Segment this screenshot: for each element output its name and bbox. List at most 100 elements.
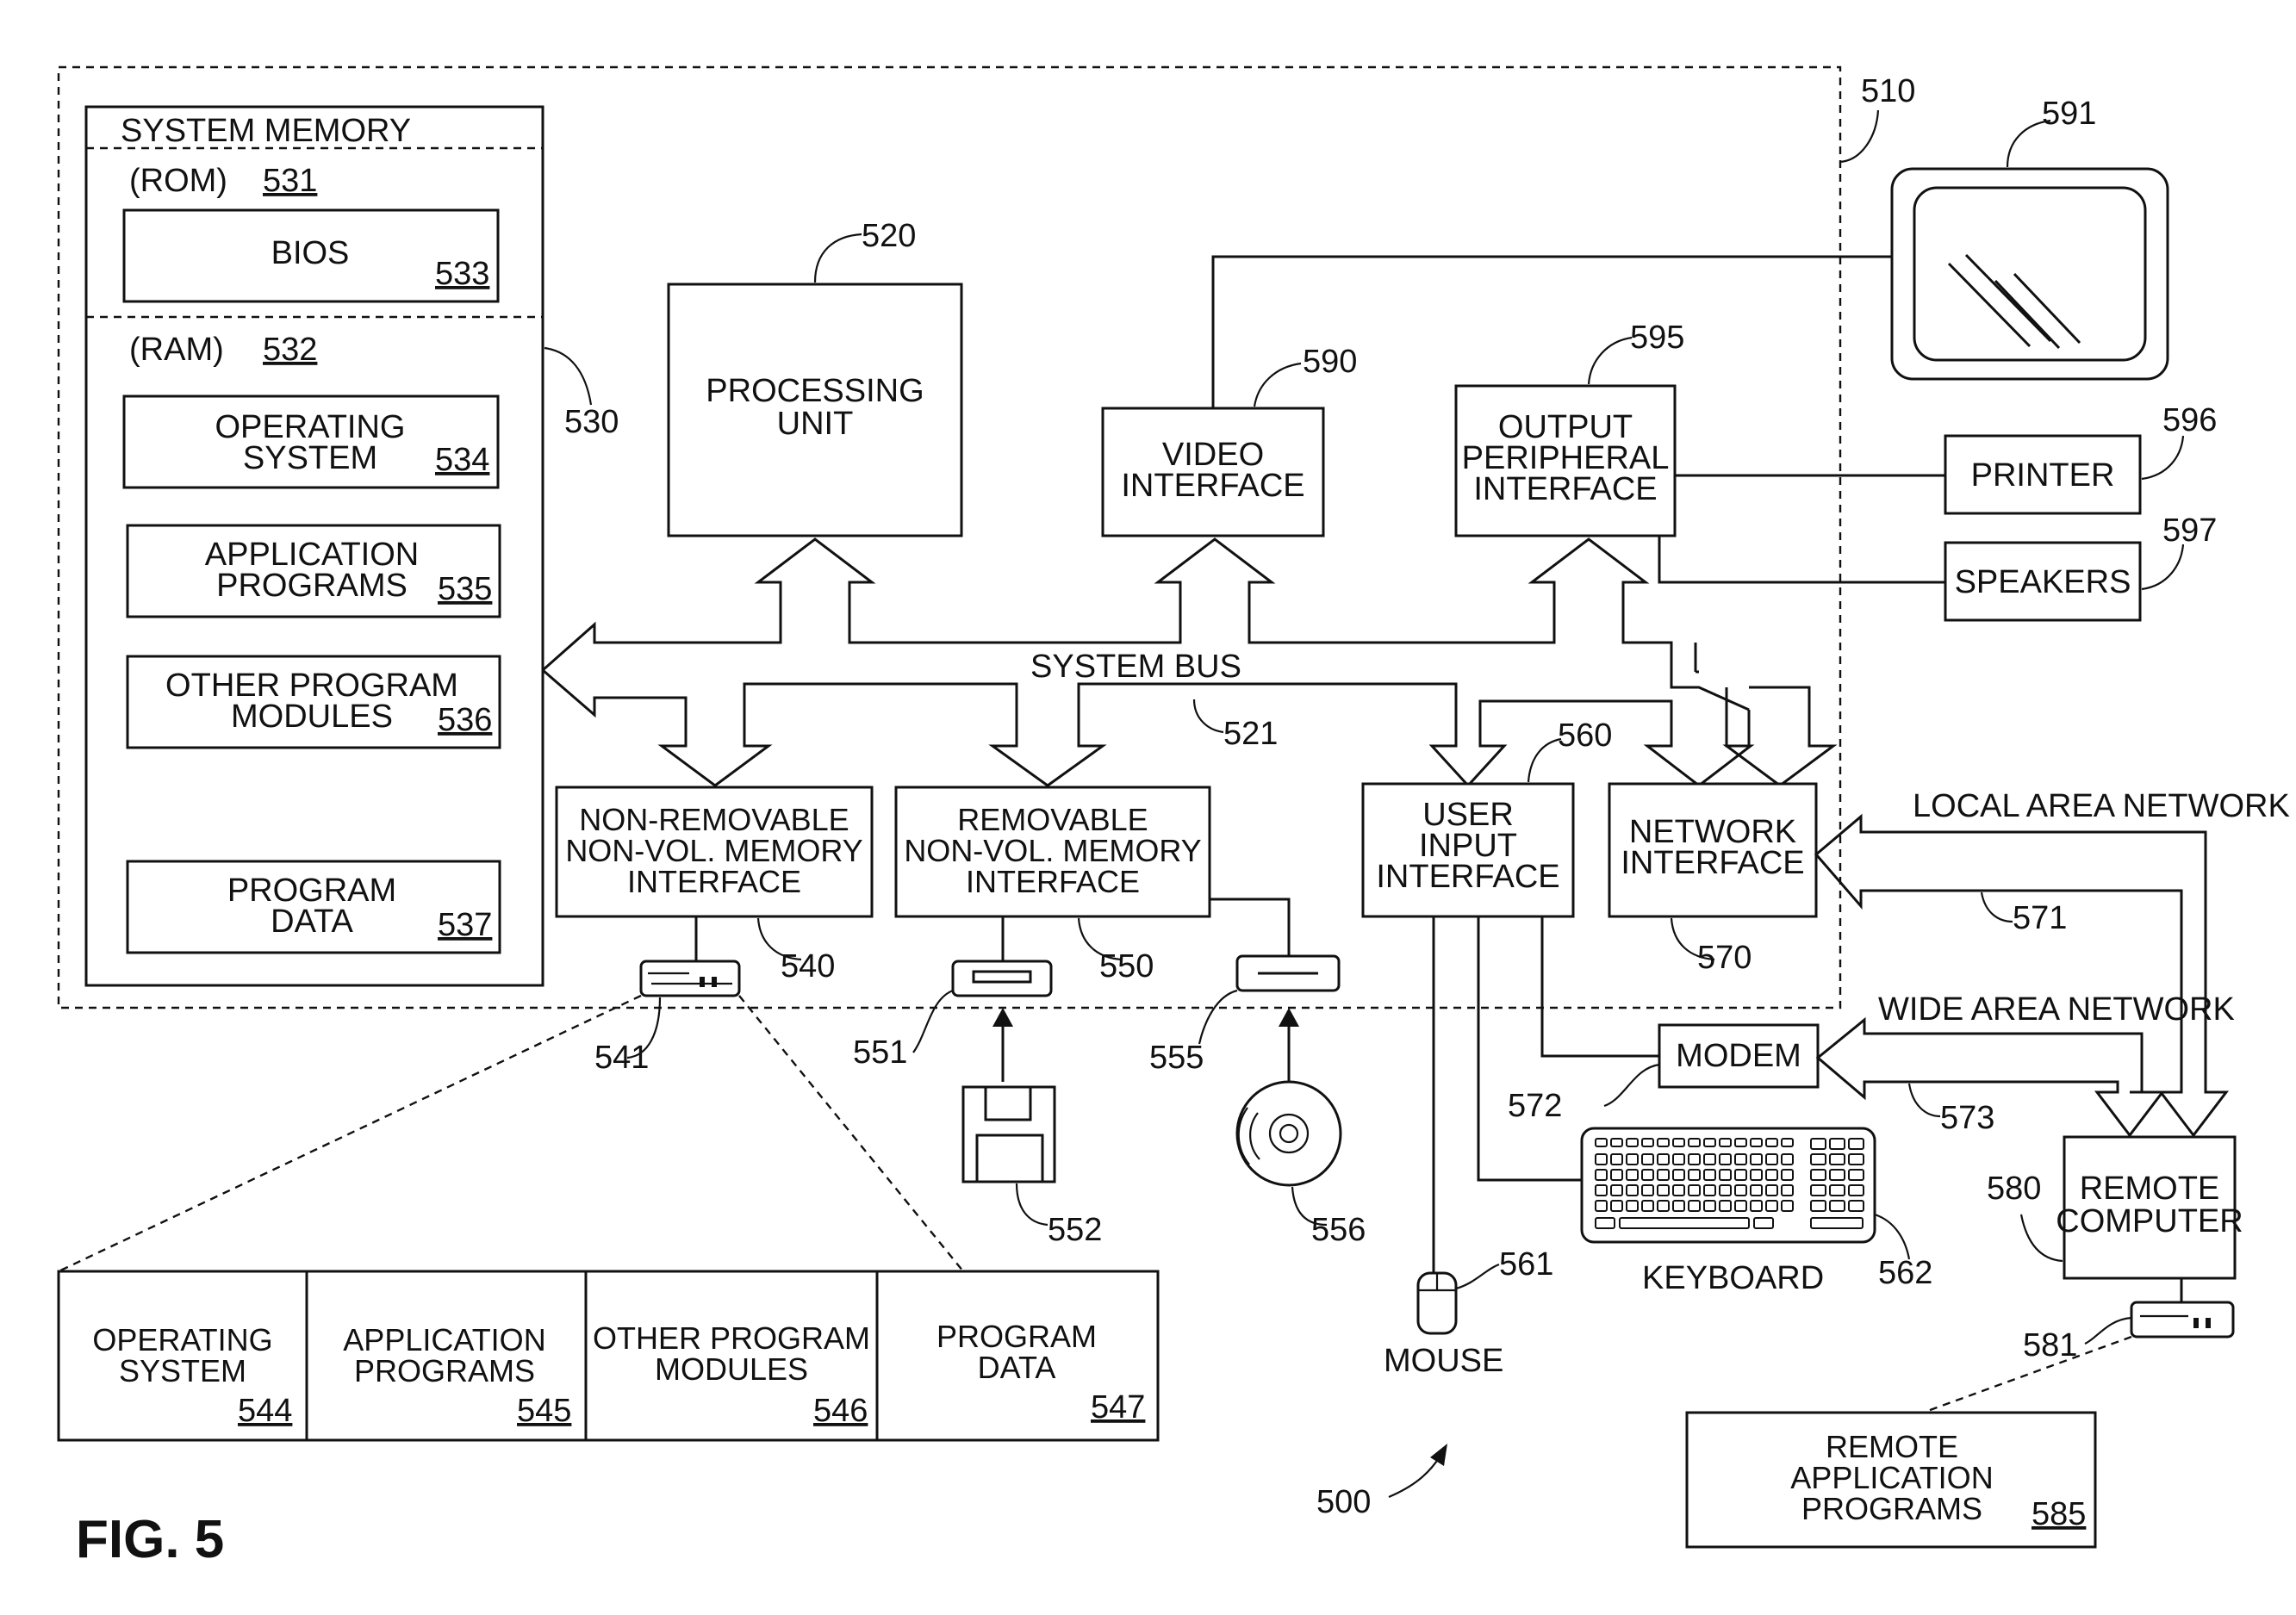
svg-text:REMOVABLE: REMOVABLE [957, 802, 1148, 837]
user-input-interface: USER INPUT INTERFACE [1363, 784, 1573, 916]
ref-544: 544 [238, 1393, 292, 1429]
keyboard-label: KEYBOARD [1642, 1260, 1824, 1296]
svg-text:PROCESSING: PROCESSING [706, 373, 924, 409]
svg-text:NON-VOL. MEMORY: NON-VOL. MEMORY [565, 833, 862, 868]
leader-520 [815, 234, 862, 283]
ref-580: 580 [1987, 1171, 2041, 1207]
hdd-expand-right [739, 996, 963, 1271]
ref-532: 532 [263, 332, 317, 368]
svg-text:APPLICATION: APPLICATION [1790, 1460, 1993, 1495]
ref-560: 560 [1558, 717, 1612, 754]
video-interface: VIDEO INTERFACE [1103, 408, 1323, 536]
remote-hard-disk [2131, 1278, 2233, 1337]
svg-text:DATA: DATA [271, 904, 353, 940]
system-bus-label: SYSTEM BUS [1030, 649, 1241, 685]
leader-510 [1840, 110, 1878, 162]
ref-521: 521 [1223, 716, 1278, 752]
ref-541: 541 [594, 1040, 649, 1076]
ref-536: 536 [438, 702, 492, 738]
svg-text:SYSTEM: SYSTEM [243, 440, 377, 476]
local-area-network-link [1816, 817, 2226, 1135]
ref-595: 595 [1630, 320, 1684, 356]
removable-memory-interface: REMOVABLE NON-VOL. MEMORY INTERFACE [896, 787, 1210, 916]
user-input-to-modem-line [1542, 916, 1659, 1056]
hdd-contents: OPERATING SYSTEM 544 APPLICATION PROGRAM… [59, 1271, 1158, 1440]
svg-text:PROGRAM: PROGRAM [936, 1319, 1097, 1354]
ram-label: (RAM) [129, 332, 224, 368]
bios-box: BIOS 533 [124, 210, 498, 301]
optical-disc-icon [1237, 1082, 1341, 1185]
leader-595 [1589, 338, 1632, 384]
ref-545: 545 [517, 1393, 571, 1429]
svg-text:INTERFACE: INTERFACE [966, 864, 1140, 899]
optical-drive [1210, 899, 1339, 991]
ref-540: 540 [781, 948, 835, 985]
ref-510: 510 [1861, 73, 1915, 109]
ref-530: 530 [564, 404, 619, 440]
ref-520: 520 [862, 218, 916, 254]
svg-text:PRINTER: PRINTER [1971, 457, 2115, 494]
ref-551: 551 [853, 1034, 907, 1071]
leader-555 [1199, 991, 1237, 1044]
leader-561 [1456, 1264, 1499, 1289]
svg-text:NON-VOL. MEMORY: NON-VOL. MEMORY [904, 833, 1201, 868]
leader-572 [1604, 1065, 1659, 1106]
svg-text:PROGRAMS: PROGRAMS [216, 568, 408, 604]
ref-556: 556 [1311, 1212, 1366, 1248]
ref-500: 500 [1316, 1484, 1371, 1520]
svg-text:APPLICATION: APPLICATION [343, 1322, 545, 1357]
wan-label: WIDE AREA NETWORK [1878, 991, 2235, 1028]
svg-text:MODULES: MODULES [231, 699, 393, 735]
ref-535: 535 [438, 571, 492, 607]
leader-551 [913, 991, 953, 1053]
svg-text:MODEM: MODEM [1676, 1038, 1801, 1074]
svg-text:INTERFACE: INTERFACE [1473, 471, 1657, 507]
svg-text:PROGRAMS: PROGRAMS [354, 1353, 535, 1388]
printer: PRINTER [1945, 436, 2140, 513]
svg-text:INTERFACE: INTERFACE [1621, 845, 1804, 881]
ref-591: 591 [2042, 96, 2096, 132]
svg-text:REMOTE: REMOTE [2080, 1171, 2220, 1207]
svg-text:DATA: DATA [978, 1350, 1056, 1385]
leader-597 [2142, 544, 2183, 589]
ref-555: 555 [1149, 1040, 1204, 1076]
mouse-icon [1418, 916, 1456, 1333]
bios-label: BIOS [271, 235, 350, 271]
modem: MODEM [1659, 1025, 1818, 1087]
ref-596: 596 [2162, 402, 2217, 438]
svg-text:SPEAKERS: SPEAKERS [1955, 564, 2131, 600]
ref-547: 547 [1091, 1389, 1145, 1426]
output-to-speakers-line [1659, 536, 1945, 582]
processing-unit: PROCESSING UNIT [669, 284, 961, 536]
ref-534: 534 [435, 442, 489, 478]
ref-550: 550 [1099, 948, 1154, 985]
leader-530 [544, 348, 591, 405]
keyboard-icon [1582, 1128, 1875, 1242]
operating-system-box: OPERATING SYSTEM 534 [124, 396, 498, 488]
application-programs-box: APPLICATION PROGRAMS 535 [128, 525, 500, 617]
leader-571 [1982, 892, 2013, 922]
leader-521 [1194, 699, 1223, 732]
ref-571: 571 [2013, 900, 2067, 936]
ref-533: 533 [435, 256, 489, 292]
figure-label: FIG. 5 [76, 1510, 224, 1569]
ref-597: 597 [2162, 512, 2217, 549]
leader-590 [1254, 363, 1301, 407]
leader-552 [1017, 1183, 1048, 1225]
svg-text:MODULES: MODULES [655, 1351, 808, 1387]
ref-573: 573 [1940, 1100, 1994, 1136]
rom-label: (ROM) [129, 163, 227, 199]
leader-596 [2142, 436, 2183, 479]
svg-text:SYSTEM: SYSTEM [119, 1353, 246, 1388]
system-memory-title: SYSTEM MEMORY [121, 113, 411, 149]
remote-application-programs: REMOTE APPLICATION PROGRAMS 585 [1687, 1413, 2095, 1547]
svg-text:OTHER PROGRAM: OTHER PROGRAM [593, 1320, 870, 1356]
ref-581: 581 [2023, 1327, 2077, 1363]
hdd-expand-left [59, 996, 641, 1271]
monitor [1892, 169, 2168, 379]
leader-560 [1528, 739, 1561, 782]
svg-text:INTERFACE: INTERFACE [1121, 468, 1304, 504]
ref-590: 590 [1303, 344, 1357, 380]
ref-570: 570 [1697, 940, 1752, 976]
